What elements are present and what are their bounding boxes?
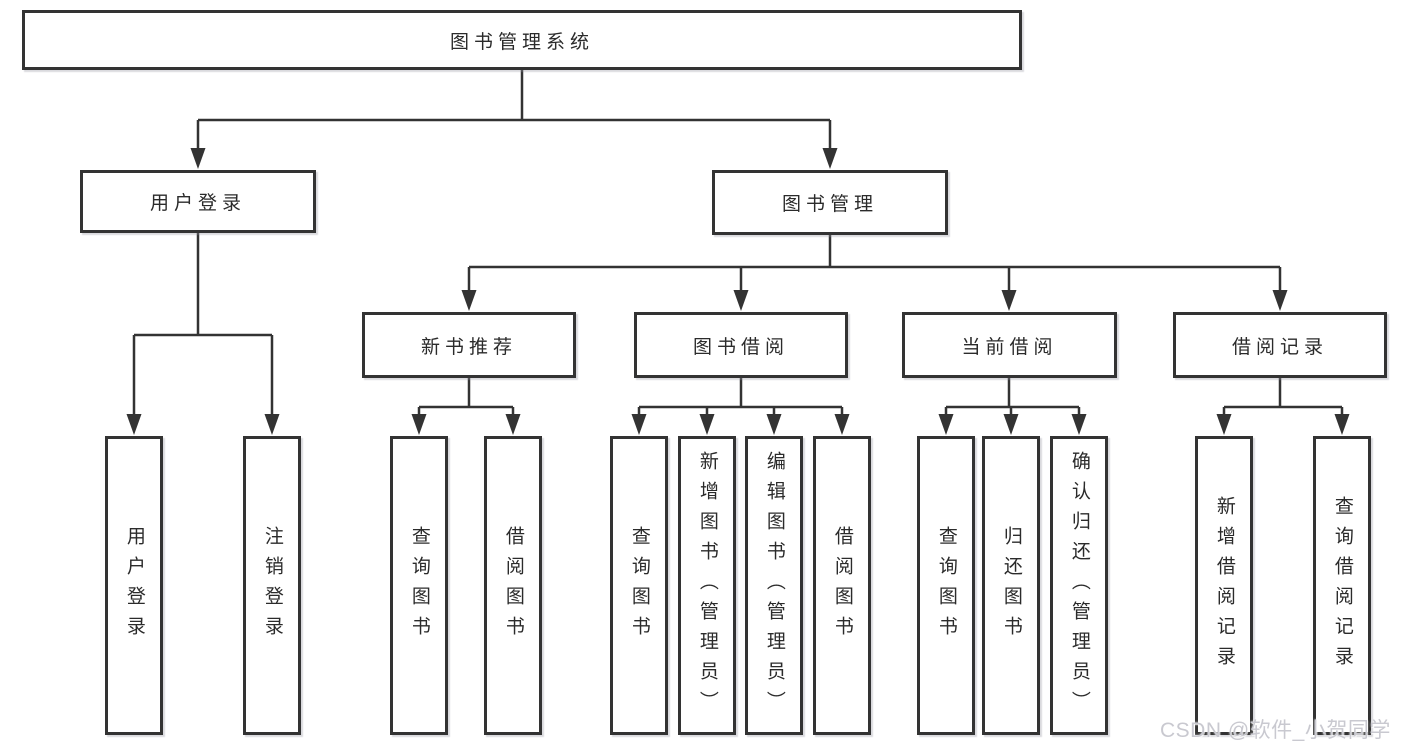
node-new-book-recommend-label: 新书推荐 [420, 336, 517, 358]
leaf-query-books-1-label: 查询图书 [408, 525, 430, 646]
arrowheads [126, 148, 1350, 435]
leaf-edit-books-admin-label: 编辑图书（管理员） [763, 450, 785, 721]
leaf-confirm-return-admin: 确认归还（管理员） [1050, 436, 1108, 735]
node-current-borrow: 当前借阅 [902, 312, 1117, 378]
leaf-borrow-books-2-label: 借阅图书 [831, 525, 853, 646]
leaf-query-books-3: 查询图书 [917, 436, 975, 735]
leaf-borrow-books-1-label: 借阅图书 [502, 525, 524, 646]
leaf-query-borrow-record: 查询借阅记录 [1313, 436, 1371, 735]
leaf-add-borrow-record: 新增借阅记录 [1195, 436, 1253, 735]
leaf-query-books-3-label: 查询图书 [935, 525, 957, 646]
leaf-query-books-2-label: 查询图书 [628, 525, 650, 646]
node-borrow-records-label: 借阅记录 [1231, 336, 1328, 358]
node-root: 图书管理系统 [22, 10, 1022, 70]
leaf-query-books-2: 查询图书 [610, 436, 668, 735]
leaf-return-books: 归还图书 [982, 436, 1040, 735]
node-user-login-label: 用户登录 [149, 193, 246, 214]
node-root-label: 图书管理系统 [449, 31, 594, 53]
leaf-borrow-books-1: 借阅图书 [484, 436, 542, 735]
leaf-add-books-admin-label: 新增图书（管理员） [696, 450, 718, 721]
watermark-text: CSDN @软件_小贺同学 [1160, 719, 1391, 742]
node-book-borrow-label: 图书借阅 [692, 336, 789, 358]
leaf-confirm-return-admin-label: 确认归还（管理员） [1068, 450, 1090, 721]
node-current-borrow-label: 当前借阅 [961, 336, 1058, 358]
leaf-borrow-books-2: 借阅图书 [813, 436, 871, 735]
node-book-borrow: 图书借阅 [634, 312, 848, 378]
leaf-return-books-label: 归还图书 [1000, 525, 1022, 646]
leaf-logout-login: 注销登录 [243, 436, 301, 735]
node-book-management-label: 图书管理 [781, 194, 878, 215]
node-book-management: 图书管理 [712, 170, 948, 235]
edge-lines [132, 70, 1344, 418]
leaf-query-books-1: 查询图书 [390, 436, 448, 735]
leaf-user-login-label: 用户登录 [123, 525, 145, 646]
leaf-edit-books-admin: 编辑图书（管理员） [745, 436, 803, 735]
node-user-login: 用户登录 [80, 170, 316, 233]
leaf-user-login: 用户登录 [105, 436, 163, 735]
leaf-add-borrow-record-label: 新增借阅记录 [1213, 495, 1235, 676]
node-borrow-records: 借阅记录 [1173, 312, 1387, 378]
leaf-query-borrow-record-label: 查询借阅记录 [1331, 495, 1353, 676]
leaf-add-books-admin: 新增图书（管理员） [678, 436, 736, 735]
leaf-logout-login-label: 注销登录 [261, 525, 283, 646]
node-new-book-recommend: 新书推荐 [362, 312, 576, 378]
